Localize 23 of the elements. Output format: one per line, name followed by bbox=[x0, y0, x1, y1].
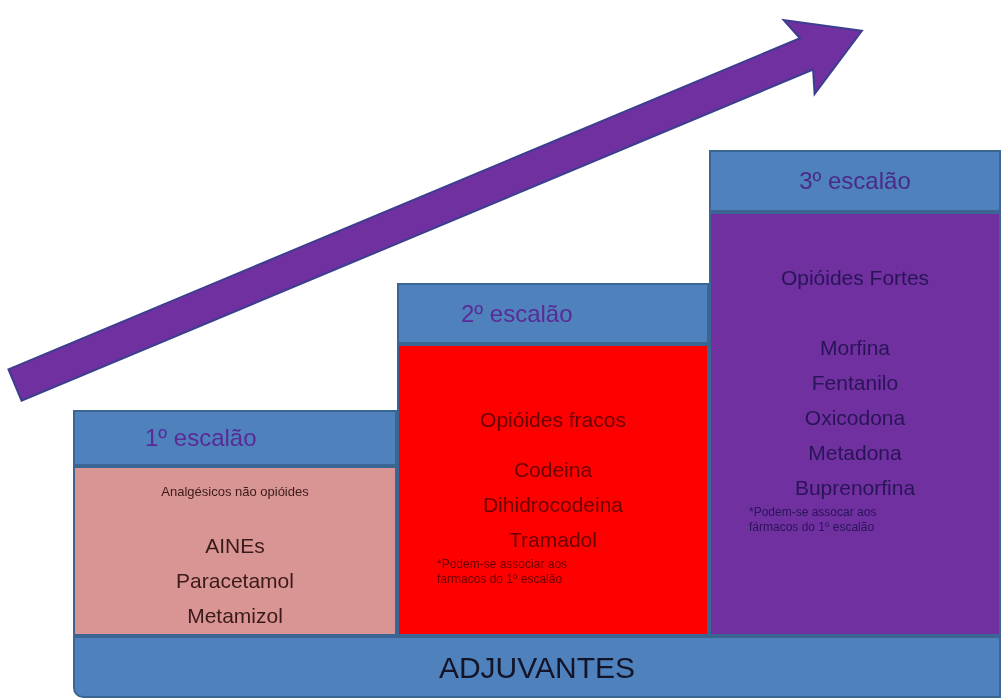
step-box bbox=[73, 466, 397, 636]
step-header: 3º escalão bbox=[709, 150, 1001, 212]
category-heading: Opióides Fortes bbox=[780, 265, 930, 291]
base-bar: ADJUVANTES bbox=[73, 636, 1001, 698]
drug-name: Buprenorfina bbox=[794, 474, 916, 501]
step-header: 1º escalão bbox=[73, 410, 397, 466]
drug-name: AINEs bbox=[205, 532, 265, 559]
step-box bbox=[709, 212, 1001, 636]
drug-name: Tramadol bbox=[509, 526, 597, 553]
drug-name: Codeina bbox=[513, 456, 593, 483]
note: *Podem-se associar aos farmacos do 1º escalão bbox=[437, 556, 569, 587]
drug-name: Morfina bbox=[820, 334, 890, 361]
category-heading: Analgésicos não opióides bbox=[161, 483, 309, 501]
drug-name: Metamizol bbox=[187, 602, 283, 629]
note: *Podem-se assocar aos fármacos do 1º escalão bbox=[749, 504, 878, 535]
category-heading: Opióides fracos bbox=[480, 407, 626, 433]
drug-name: Dihidrocodeina bbox=[482, 491, 624, 518]
drug-name: Metadona bbox=[808, 439, 902, 466]
step-header: 2º escalão bbox=[397, 283, 709, 344]
drug-name: Fentanilo bbox=[811, 369, 899, 396]
drug-name: Oxicodona bbox=[804, 404, 906, 431]
step-box bbox=[397, 344, 709, 636]
drug-name: Paracetamol bbox=[176, 567, 294, 594]
